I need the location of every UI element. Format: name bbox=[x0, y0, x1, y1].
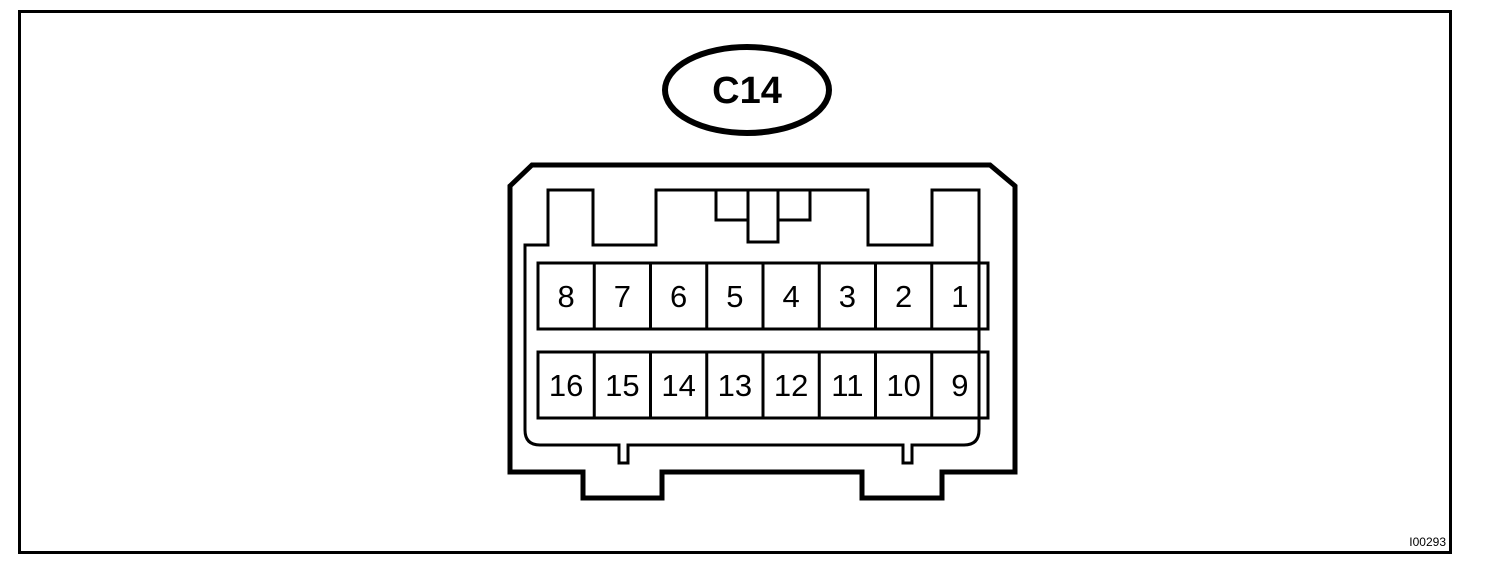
pin-row-top: 8 7 6 5 4 3 2 1 bbox=[536, 261, 990, 331]
pin-number: 6 bbox=[670, 279, 687, 314]
pin-number: 5 bbox=[726, 279, 743, 314]
bottom-row-pin-13: 13 bbox=[705, 352, 752, 418]
top-row-pin-1: 1 bbox=[930, 263, 969, 329]
connector-inner-cavity bbox=[523, 188, 981, 465]
pin-number: 7 bbox=[614, 279, 631, 314]
pin-number: 8 bbox=[558, 279, 575, 314]
connector-center-key bbox=[714, 188, 812, 244]
top-row-pin-7: 7 bbox=[592, 263, 631, 329]
bottom-row-pin-9: 9 bbox=[930, 352, 969, 418]
pin-number: 14 bbox=[661, 368, 695, 403]
top-row-pin-5: 5 bbox=[705, 263, 744, 329]
pin-number: 4 bbox=[783, 279, 800, 314]
pin-number: 13 bbox=[718, 368, 752, 403]
top-row-pin-3: 3 bbox=[817, 263, 856, 329]
pin-row-bottom: 16 15 14 13 12 11 10 9 bbox=[536, 350, 990, 420]
diagram-frame bbox=[18, 10, 1452, 554]
top-row-pin-2: 2 bbox=[874, 263, 912, 329]
connector-housing-outline bbox=[507, 162, 1018, 501]
pin-number: 2 bbox=[895, 279, 912, 314]
bottom-row-pin-16: 16 bbox=[549, 368, 583, 403]
pin-number: 1 bbox=[951, 279, 968, 314]
pin-number: 9 bbox=[951, 368, 968, 403]
pin-number: 3 bbox=[839, 279, 856, 314]
top-row-pin-6: 6 bbox=[649, 263, 687, 329]
bottom-row-pin-11: 11 bbox=[817, 352, 863, 418]
bottom-row-pin-10: 10 bbox=[874, 352, 921, 418]
pin-number: 11 bbox=[831, 368, 863, 403]
connector-label-oval bbox=[662, 44, 832, 136]
connector-label-badge: C14 bbox=[662, 44, 832, 136]
bottom-row-pin-15: 15 bbox=[592, 352, 640, 418]
pin-number: 15 bbox=[605, 368, 639, 403]
pin-number: 12 bbox=[774, 368, 808, 403]
pin-number: 10 bbox=[886, 368, 920, 403]
bottom-row-pin-14: 14 bbox=[649, 352, 696, 418]
figure-id: I00293 bbox=[1409, 535, 1446, 549]
top-row-pin-8: 8 bbox=[558, 279, 575, 314]
top-row-pin-4: 4 bbox=[761, 263, 800, 329]
pin-number: 16 bbox=[549, 368, 583, 403]
connector-label-text: C14 bbox=[712, 70, 782, 112]
bottom-row-pin-12: 12 bbox=[761, 352, 808, 418]
